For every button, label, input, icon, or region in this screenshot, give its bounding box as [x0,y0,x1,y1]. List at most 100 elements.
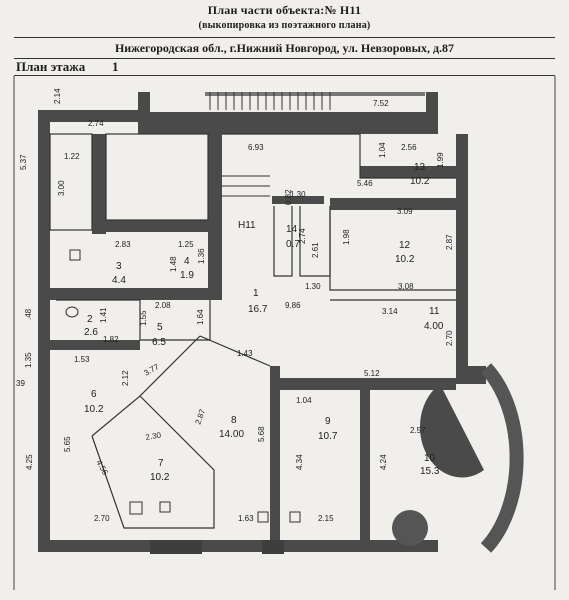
stair-lines [209,92,331,197]
room-area: 15.3 [420,466,440,477]
dim-text: 2.87 [445,234,454,250]
walls [38,92,486,554]
dim-text: 3.09 [397,207,413,216]
dim-text: 5.68 [257,426,266,442]
room-area: 0.7 [286,239,300,250]
room-area: 10.2 [84,404,104,415]
wall-core-west [208,134,222,300]
dim-text: 2.74 [88,119,104,128]
room-number: 3 [116,261,122,272]
floor-label: План этажа [16,59,86,74]
wall-north-right-post [426,92,438,134]
room-number: 9 [325,416,331,427]
fixture-symbol [257,511,269,523]
dim-text: 1.35 [24,352,33,368]
wall-east [456,134,468,384]
wall-north-left [38,110,138,122]
fixture-symbol [289,511,301,523]
dim-text: 1.43 [237,349,253,358]
column-round [392,510,428,546]
dim-text: 2.70 [94,514,110,523]
dim-text: 1.04 [378,142,387,158]
dim-text: 2.83 [115,240,131,249]
dim-text: 1.41 [99,307,108,323]
wall-south [38,540,438,552]
wall-room3-east [92,134,106,234]
floor-divider [14,75,555,76]
dim-text: 5.37 [19,154,28,170]
dim-text: 5.65 [63,436,72,452]
room-number: 5 [157,322,163,333]
dim-text: 0.82 [284,189,293,205]
dim-text: 7.52 [373,99,389,108]
dim-text: 1.04 [296,396,312,405]
address-line: Нижегородская обл., г.Нижний Новгород, у… [14,37,555,59]
dim-text: 2.56 [401,143,417,152]
room-number: 12 [399,240,411,251]
dim-text: 2.12 [121,370,130,386]
dim-text: 1.98 [342,229,351,245]
plan-title: План части объекта:№ Н11 [207,3,362,17]
dim-text: 2.15 [318,514,334,523]
dim-text: 5.12 [364,369,380,378]
room-number: 11 [429,306,440,317]
room-outlines [49,133,456,529]
wall-room9-east [360,378,370,542]
dim-text: 2.61 [311,242,320,258]
dim-text: 6.93 [248,143,264,152]
wall-east-step [456,366,486,384]
fixture-symbol [69,249,81,261]
dim-text: .48 [24,308,33,320]
wall-room6-north [50,340,140,350]
dim-text: 4.56 [94,459,110,477]
room-labels: 1 16.7 2 2.6 3 4.4 4 1.9 5 6.5 6 10.2 7 … [84,162,444,483]
object-label: Н11 [238,220,256,231]
wall-room2-north [50,288,210,300]
dim-text: 2.57 [410,426,426,435]
dim-text: 39 [16,379,25,388]
dim-text: 1.82 [103,335,119,344]
floor-number: 1 [112,59,119,74]
dim-text: 3.14 [382,307,398,316]
dim-text: 1.55 [139,310,148,326]
wall-north-main [138,112,438,134]
room-area: 14.00 [219,429,244,440]
fixture-symbol [129,501,143,515]
room-area: 10.7 [318,431,338,442]
room-area: 4.4 [112,275,126,286]
room-number: 7 [158,458,164,469]
wall-room8-east [270,366,280,542]
dim-text: 1.48 [169,256,178,272]
fixture-symbol [159,501,171,513]
room-number: 1 [253,288,259,299]
dim-text: 1.25 [178,240,194,249]
dim-text: 2.74 [298,228,307,244]
room-area: 10.2 [410,176,430,187]
room-area: 10.2 [395,254,415,265]
room-number: 14 [286,224,298,235]
dim-text: 3.00 [57,180,66,196]
dim-text: 9.86 [285,301,301,310]
dim-text: 1.36 [197,248,206,264]
wall-room3-north [106,220,210,232]
room-area: 16.7 [248,304,268,315]
dim-text: 2.14 [53,88,62,104]
dim-text: 1.30 [305,282,321,291]
curved-wall-inner [419,384,484,478]
room-number: 4 [184,256,190,267]
wall-room14-top [272,196,324,204]
room-number: 10 [424,453,436,464]
dim-text: 1.53 [74,355,90,364]
dim-text: 1.99 [436,152,445,168]
dim-text: 2.70 [445,330,454,346]
room-area: 6.5 [152,337,166,348]
dim-text: 1.64 [196,309,205,325]
fixtures [65,249,301,523]
room-area: 2.6 [84,327,98,338]
room-area: 10.2 [150,472,170,483]
dim-text: 3.77 [143,362,161,378]
wall-corner-a [138,92,148,102]
dim-text: 4.25 [25,454,34,470]
